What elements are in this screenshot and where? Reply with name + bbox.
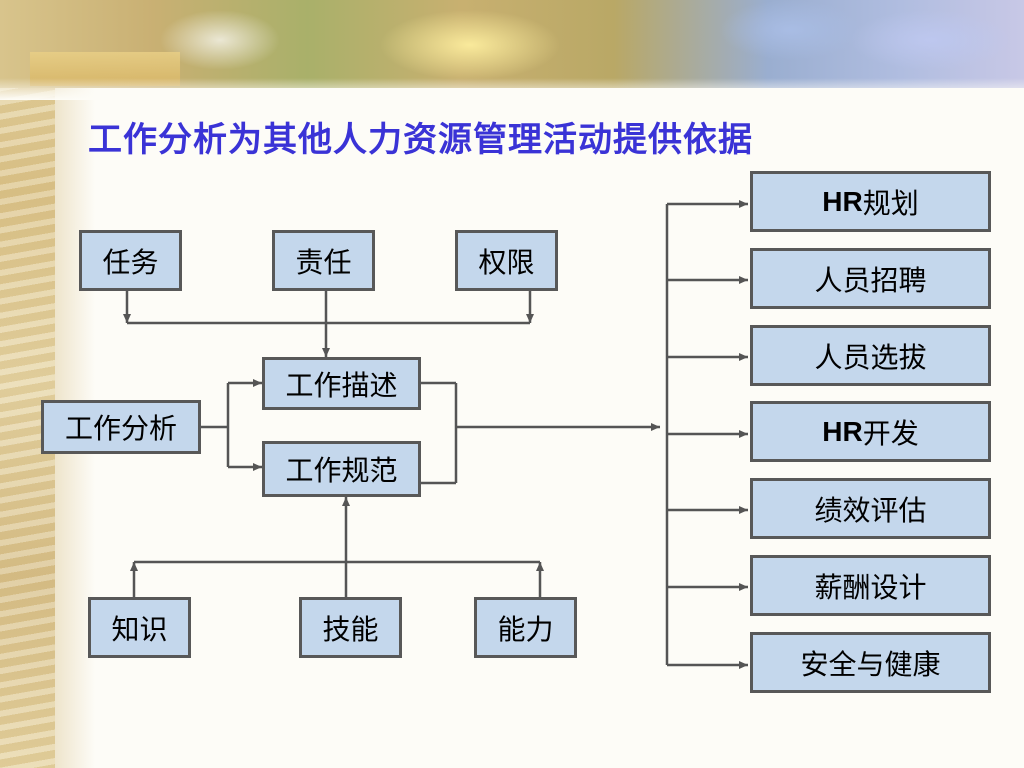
box-hr-development-label: 开发 bbox=[862, 416, 919, 450]
box-job-analysis: 工作分析 bbox=[41, 400, 201, 454]
box-authority: 权限 bbox=[455, 230, 558, 291]
slide-title: 工作分析为其他人力资源管理活动提供依据 bbox=[88, 120, 753, 160]
box-compensation: 薪酬设计 bbox=[750, 555, 991, 616]
box-performance: 绩效评估 bbox=[750, 478, 991, 539]
hr-prefix: HR bbox=[822, 415, 863, 447]
box-safety-health: 安全与健康 bbox=[750, 632, 991, 693]
decorative-banner-fade bbox=[0, 78, 1024, 100]
box-task: 任务 bbox=[79, 230, 182, 291]
box-responsibility: 责任 bbox=[272, 230, 375, 291]
box-skill: 技能 bbox=[299, 597, 402, 658]
box-ability: 能力 bbox=[474, 597, 577, 658]
box-hr-planning-label: 规划 bbox=[862, 186, 919, 220]
box-job-description: 工作描述 bbox=[262, 357, 421, 410]
box-recruitment: 人员招聘 bbox=[750, 248, 991, 309]
box-selection: 人员选拔 bbox=[750, 325, 991, 386]
decorative-marble-strip bbox=[0, 0, 55, 768]
box-job-specification: 工作规范 bbox=[262, 441, 421, 497]
hr-prefix: HR bbox=[822, 185, 863, 217]
box-knowledge: 知识 bbox=[88, 597, 191, 658]
